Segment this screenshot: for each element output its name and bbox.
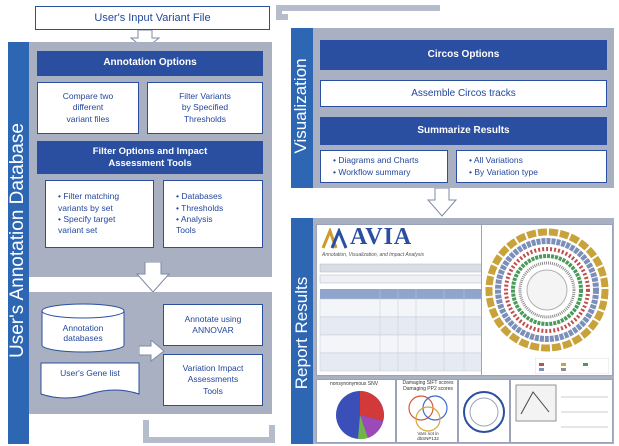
filter-thresholds-box: Filter Variants by Specified Thresholds	[147, 82, 263, 134]
pie-chart-label: nonsynonymous SNV	[330, 381, 379, 387]
visualization-sidebar: Visualization	[291, 28, 313, 188]
down-arrow-icon	[427, 188, 457, 217]
connector-arrow	[143, 5, 440, 443]
db-item: • Databases	[176, 191, 222, 202]
venn-diagram-graphic	[408, 395, 448, 432]
database-items-box: • Databases • Thresholds • Analysis Tool…	[163, 180, 263, 248]
circos-options-header: Circos Options	[320, 40, 607, 70]
connector-arrow	[276, 5, 288, 20]
annotation-databases-label: Annotation databases	[62, 323, 104, 343]
variations-box: • All Variations • By Variation type	[456, 150, 607, 183]
filter-tools-header: Filter Options and Impact Assessment Too…	[37, 141, 263, 174]
assemble-circos-box: Assemble Circos tracks	[320, 80, 607, 107]
report-results-sidebar: Report Results	[291, 218, 313, 444]
viz-item: • Workflow summary	[333, 166, 411, 177]
venn-diagram-screenshot	[396, 379, 458, 443]
venn-subtitle: Vars not in dbSNP132	[417, 431, 439, 441]
input-variant-file-box: User's Input Variant File	[35, 6, 270, 30]
compare-files-box: Compare two different variant files	[37, 82, 139, 134]
annotation-database-label: User's Annotation Database	[7, 123, 28, 358]
down-arrow-icon	[135, 262, 171, 293]
db-item: • Analysis Tools	[176, 214, 213, 236]
viz-item: • Diagrams and Charts	[333, 155, 419, 166]
diagrams-box: • Diagrams and Charts • Workflow summary	[320, 150, 448, 183]
viz-item: • All Variations	[469, 155, 523, 166]
filter-item: • Specify target variant set	[58, 214, 116, 236]
avia-logo-text: AVIA	[350, 224, 413, 250]
summarize-results-header: Summarize Results	[320, 117, 607, 145]
pie-chart-graphic	[336, 391, 384, 440]
results-table-graphic	[319, 263, 483, 372]
avia-logo-subtitle: Annotation, Visualization, and Impact An…	[322, 252, 425, 258]
right-arrow-icon	[139, 340, 165, 362]
avia-logo-mark	[321, 228, 348, 249]
database-cylinder-icon	[41, 303, 125, 353]
annotation-options-header: Annotation Options	[37, 51, 263, 76]
small-circos-graphic	[463, 391, 505, 433]
annotate-annovar-box: Annotate using ANNOVAR	[163, 304, 263, 346]
circos-legend	[535, 358, 609, 374]
input-variant-file-label: User's Input Variant File	[94, 11, 211, 24]
filter-items-box: • Filter matching variants by set • Spec…	[45, 180, 154, 248]
variation-impact-tools-box: Variation Impact Assessments Tools	[163, 354, 263, 406]
db-item: • Thresholds	[176, 202, 224, 213]
viz-item: • By Variation type	[469, 166, 538, 177]
venn-title: Damaging SIFT scores Damaging PP2 scores	[402, 380, 454, 392]
circos-plot-graphic	[485, 228, 609, 352]
gene-list-label: User's Gene list	[60, 368, 120, 378]
filter-item: • Filter matching variants by set	[58, 191, 120, 213]
visualization-label: Visualization	[291, 58, 310, 154]
report-results-label: Report Results	[292, 276, 311, 390]
workflow-graphic	[515, 384, 608, 428]
annotation-database-sidebar: User's Annotation Database	[7, 42, 29, 444]
document-shape-icon	[40, 362, 140, 399]
